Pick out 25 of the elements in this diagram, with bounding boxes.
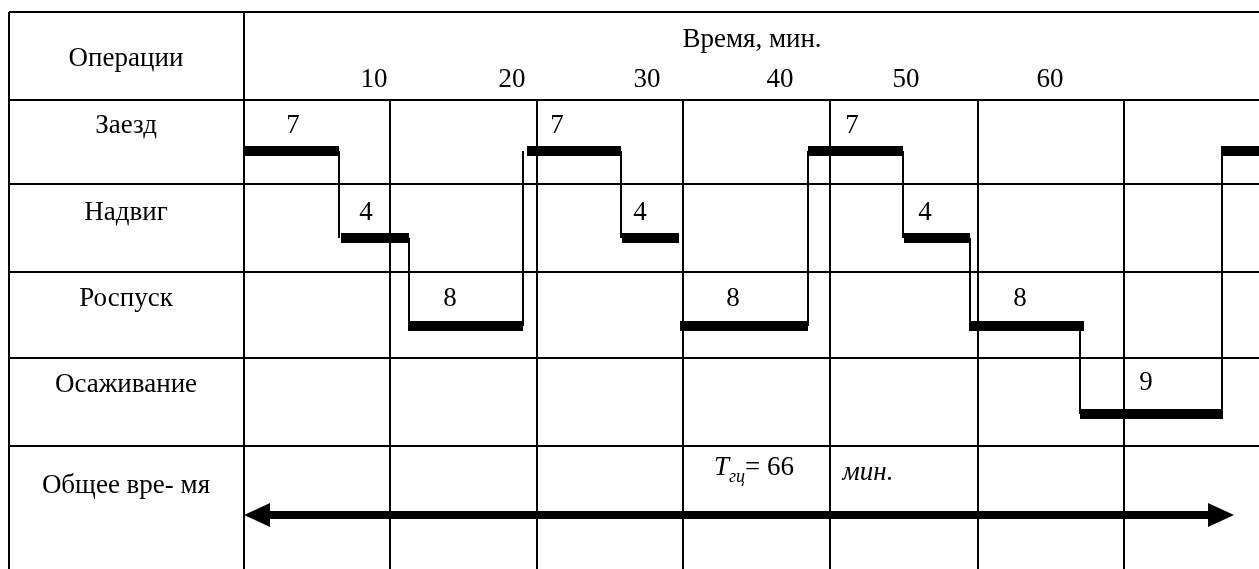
tick-label: 20 (498, 63, 526, 93)
duration-label: 7 (286, 109, 300, 139)
tick-label: 60 (1036, 63, 1064, 93)
duration-label: 4 (359, 196, 373, 226)
row-header: Надвиг (84, 196, 168, 226)
row-header: Общее вре- мя (40, 469, 212, 499)
tick-label: 10 (360, 63, 388, 93)
column-header: Время, мин. (682, 23, 822, 53)
tick-label: 30 (633, 63, 661, 93)
duration-label: 8 (1013, 282, 1027, 312)
tick-label: 40 (766, 63, 794, 93)
duration-label: 4 (918, 196, 932, 226)
duration-label: 9 (1139, 366, 1153, 396)
row-header: Осаживание (54, 368, 198, 398)
column-header: Операции (68, 42, 184, 72)
duration-label: 8 (443, 282, 457, 312)
duration-label: 7 (845, 109, 859, 139)
unit-label: мин. (842, 456, 894, 486)
duration-label: 8 (726, 282, 740, 312)
tick-label: 50 (892, 63, 920, 93)
total-time-label: T$_{гц}$= 66 (714, 451, 794, 488)
row-header: Заезд (95, 109, 157, 139)
row-header: Роспуск (79, 282, 173, 312)
duration-label: 7 (550, 109, 564, 139)
duration-label: 4 (633, 196, 647, 226)
